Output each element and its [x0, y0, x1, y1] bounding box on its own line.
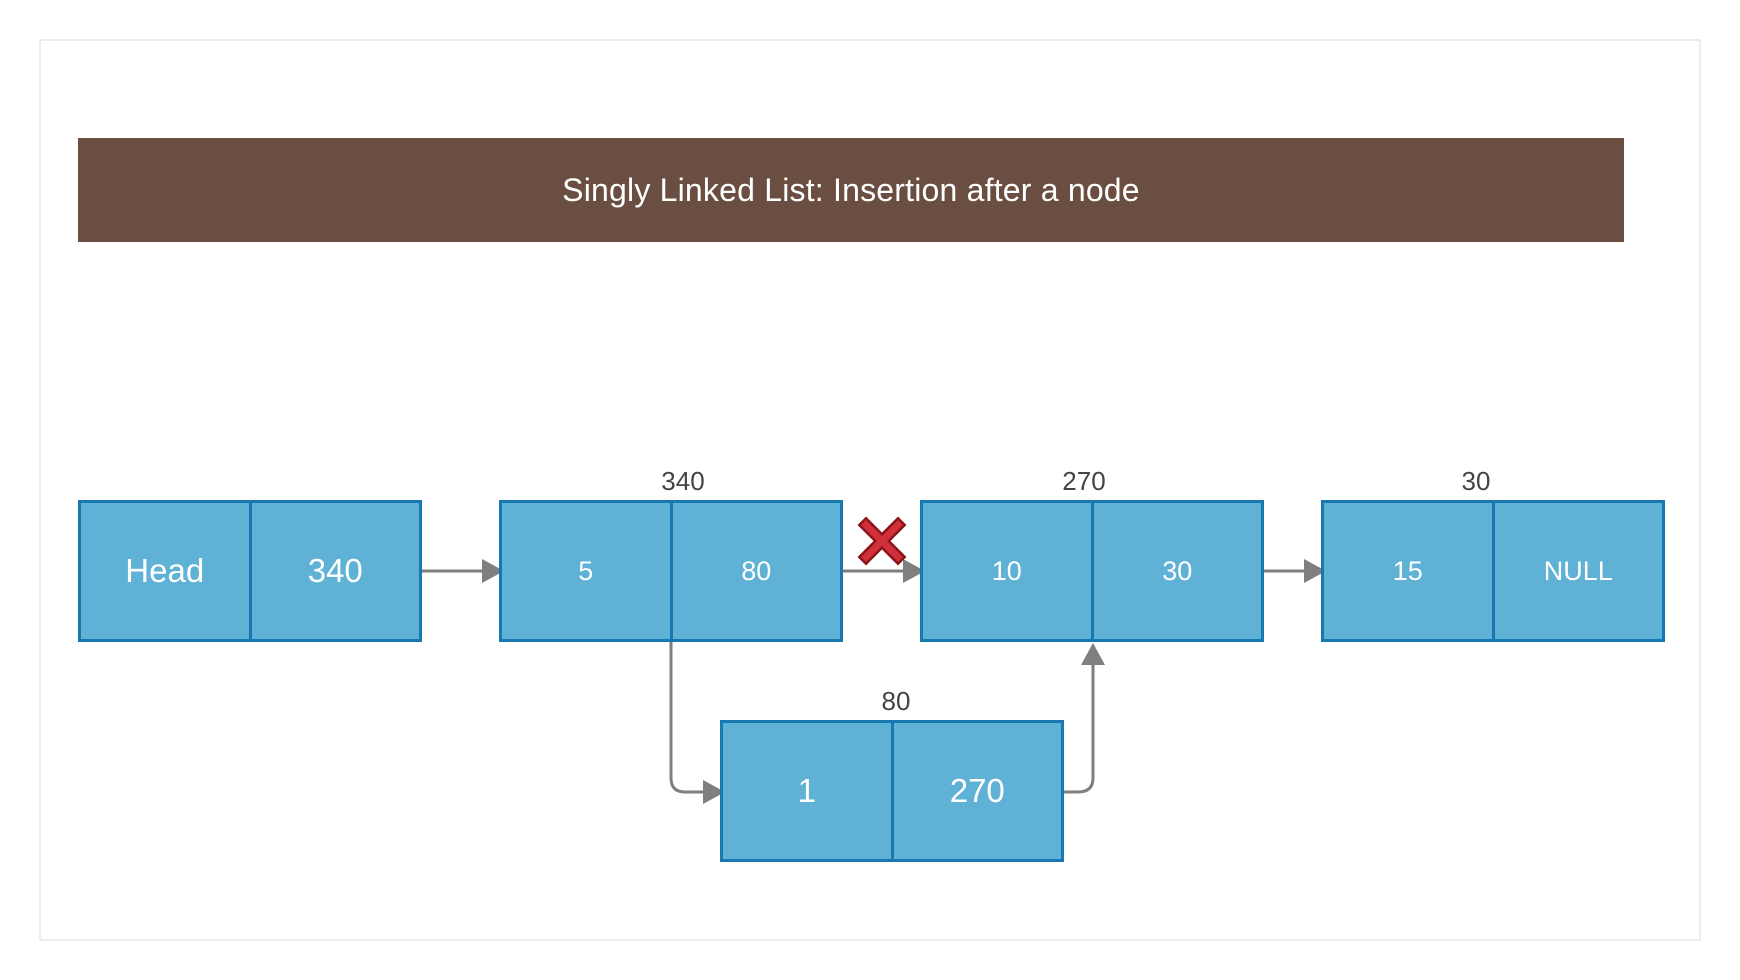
inserted-node: 1 270	[720, 720, 1064, 862]
node-a-next-cell: 80	[741, 555, 772, 586]
node-c-data-cell: 15	[1324, 503, 1495, 639]
node-c-next-cell: NULL	[1543, 555, 1613, 586]
node-b-data-cell: 10	[923, 503, 1094, 639]
diagram-title: Singly Linked List: Insertion after a no…	[562, 171, 1140, 208]
node-a-data-cell: 5	[502, 503, 673, 639]
head-pointer-cell: 340	[307, 552, 363, 589]
arrow-node-340-to-inserted-node	[669, 641, 725, 804]
x-mark-icon	[857, 516, 907, 566]
node-c-address: 30	[1461, 466, 1491, 496]
inserted-next-cell: 270	[949, 772, 1005, 809]
node-b-address: 270	[1062, 466, 1106, 496]
head-label-cell: Head	[81, 503, 252, 639]
list-node-b: 10 30	[920, 500, 1264, 642]
arrow-inserted-node-to-node-270	[1064, 643, 1105, 794]
list-node-a: 5 80	[499, 500, 843, 642]
title-bar: Singly Linked List: Insertion after a no…	[78, 138, 1624, 242]
inserted-node-address: 80	[881, 686, 911, 716]
inserted-data-cell: 1	[723, 723, 894, 859]
head-node: Head 340	[78, 500, 422, 642]
node-a-address: 340	[661, 466, 705, 496]
list-node-c: 15 NULL	[1321, 500, 1665, 642]
node-b-next-cell: 30	[1162, 555, 1193, 586]
